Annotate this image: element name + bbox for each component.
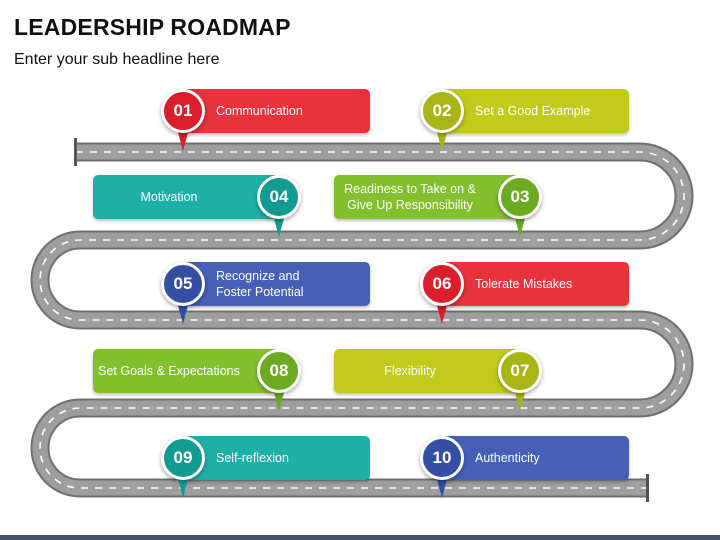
step-label-box: Communication	[183, 89, 370, 133]
step-label-box: Flexibility	[334, 349, 520, 393]
step-number: 07	[510, 361, 530, 380]
step-text: Self-reflexion	[216, 451, 289, 465]
road-end-cap	[74, 138, 77, 166]
step-text: Tolerate Mistakes	[475, 277, 573, 291]
step-number: 08	[269, 361, 289, 380]
step-text: Authenticity	[475, 451, 540, 465]
step-label-box: Recognize and Foster Potential	[183, 262, 370, 306]
step-number-pin: 01	[161, 89, 205, 133]
step-number: 03	[510, 187, 530, 206]
step-label-box: Self-reflexion	[183, 436, 370, 480]
page-title: LEADERSHIP ROADMAP	[14, 14, 291, 40]
step-number-pin: 10	[420, 436, 464, 480]
road-end-cap	[646, 474, 649, 502]
step-number: 10	[432, 448, 452, 467]
bottom-bar	[0, 535, 720, 540]
step-number-pin: 09	[161, 436, 205, 480]
step-label-box: Readiness to Take on & Give Up Responsib…	[334, 175, 520, 219]
step-number-pin: 03	[498, 175, 542, 219]
step-number: 01	[173, 101, 193, 120]
step-label-box: Set a Good Example	[442, 89, 629, 133]
step-number-pin: 04	[257, 175, 301, 219]
step-number-pin: 08	[257, 349, 301, 393]
page-subtitle: Enter your sub headline here	[14, 51, 220, 68]
step-text: Set Goals & Expectations	[98, 364, 240, 378]
step-number-pin: 05	[161, 262, 205, 306]
step-label-box: Tolerate Mistakes	[442, 262, 629, 306]
step-label-box: Motivation	[93, 175, 279, 219]
step-label-box: Set Goals & Expectations	[93, 349, 279, 393]
step-text: Communication	[216, 104, 303, 118]
step-number: 06	[432, 274, 452, 293]
step-number: 04	[269, 187, 289, 206]
step-number: 09	[173, 448, 193, 467]
step-text: Recognize and Foster Potential	[216, 269, 304, 299]
step-text: Flexibility	[384, 364, 436, 378]
step-text: Readiness to Take on & Give Up Responsib…	[344, 182, 476, 212]
road-center-dash	[39, 151, 685, 489]
step-text: Set a Good Example	[475, 104, 591, 118]
step-number-pin: 02	[420, 89, 464, 133]
step-label-box: Authenticity	[442, 436, 629, 480]
step-number-pin: 06	[420, 262, 464, 306]
step-number: 02	[432, 101, 452, 120]
step-text: Motivation	[140, 190, 198, 204]
step-number: 05	[173, 274, 193, 293]
step-number-pin: 07	[498, 349, 542, 393]
